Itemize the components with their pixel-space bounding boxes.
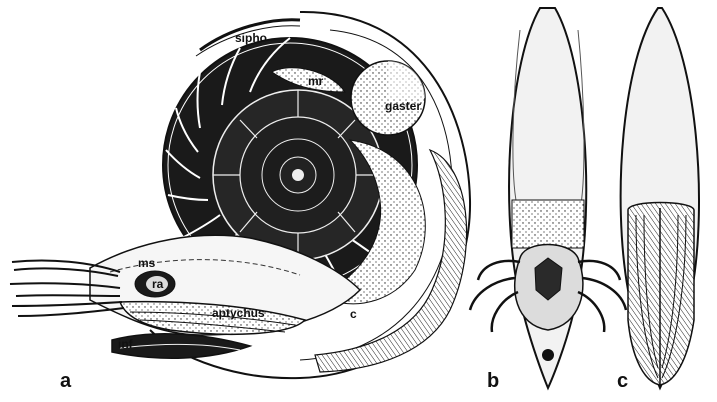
label-ms: ms <box>138 257 155 269</box>
label-inf: inf <box>118 338 133 350</box>
panel-a-drawing <box>10 12 470 378</box>
label-sipho: sipho <box>235 32 267 44</box>
panel-c-drawing <box>621 8 699 388</box>
panel-label-c: c <box>617 371 628 391</box>
panel-label-b: b <box>487 371 499 391</box>
label-c: c <box>350 308 357 320</box>
panel-label-a: a <box>60 371 71 391</box>
panel-b-drawing <box>470 8 626 388</box>
label-mr: mr <box>308 75 323 87</box>
label-ra: ra <box>152 278 163 290</box>
label-gaster: gaster <box>385 100 421 112</box>
label-aptychus: aptychus <box>212 307 265 319</box>
shell-b-outline <box>509 8 586 388</box>
aptychus-c <box>628 203 694 386</box>
